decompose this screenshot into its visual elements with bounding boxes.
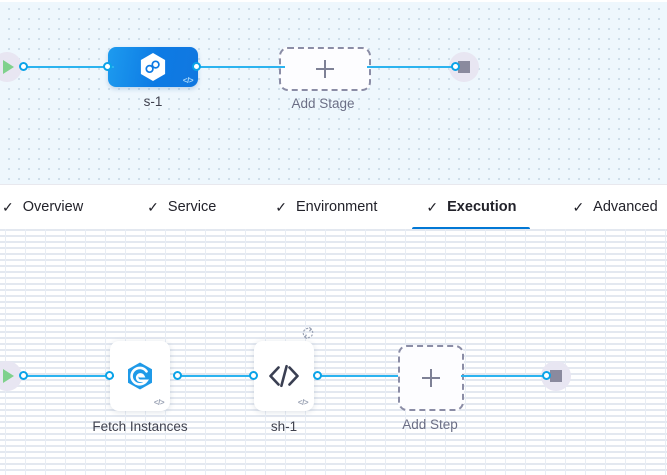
check-icon: ✓ [572, 199, 585, 215]
stage-node-label: s-1 [143, 94, 163, 109]
check-icon: ✓ [275, 199, 287, 215]
port-sh1-in[interactable] [249, 371, 258, 380]
step-node-sh-1[interactable]: </> [254, 327, 314, 411]
edge-sh1-to-addstep [318, 375, 398, 377]
port-stage1-in[interactable] [103, 62, 112, 71]
edge-start-to-stage1 [24, 66, 114, 68]
plus-icon [422, 369, 440, 387]
port-fetch-out[interactable] [173, 371, 182, 380]
add-step-label: Add Step [402, 417, 458, 432]
port-start-out[interactable] [19, 62, 28, 71]
tab-advanced[interactable]: ✓ Advanced [570, 185, 659, 230]
add-step-button[interactable] [398, 345, 464, 411]
tab-label: Environment [296, 199, 378, 215]
start-terminal-circle [0, 52, 22, 82]
step-start-node[interactable] [0, 361, 22, 391]
tab-label: Execution [447, 199, 517, 215]
stage-node-s-1[interactable]: </> [108, 47, 198, 87]
play-icon [3, 60, 14, 74]
stop-icon [458, 61, 470, 73]
step-node-body[interactable]: </> [254, 327, 314, 411]
port-fetch-in[interactable] [105, 371, 114, 380]
plus-icon [316, 60, 334, 78]
play-icon [3, 369, 14, 383]
harness-swirl-hexagon-icon [128, 362, 152, 390]
stop-icon [550, 370, 562, 382]
check-icon: ✓ [147, 199, 159, 215]
stage-config-tabbar[interactable]: ✓ Overview ✓ Service ✓ Environment ✓ Exe… [0, 184, 667, 230]
canvas-grid [0, 229, 667, 475]
check-icon: ✓ [426, 199, 439, 215]
port-stage1-out[interactable] [192, 62, 201, 71]
infinity-hexagon-icon [140, 53, 166, 81]
step-node-fetch-instances[interactable]: </> [110, 341, 170, 411]
step-code-badge: </> [153, 398, 165, 407]
tab-label: Advanced [593, 199, 658, 215]
edge-stage1-to-addstage [195, 66, 285, 68]
edge-fetch-to-sh1 [178, 375, 256, 377]
step-node-body[interactable]: </> [110, 341, 170, 411]
add-stage-label: Add Stage [291, 96, 355, 111]
stage-start-node[interactable] [0, 52, 22, 82]
tab-label: Overview [22, 199, 84, 215]
add-stage-box[interactable] [279, 47, 371, 91]
port-end-in[interactable] [451, 62, 460, 71]
execution-graph-canvas[interactable]: </> Fetch Instances [0, 229, 667, 475]
tab-execution[interactable]: ✓ Execution [412, 185, 531, 230]
step-node-label: Fetch Instances [92, 419, 188, 434]
port-sh1-out[interactable] [313, 371, 322, 380]
tab-label: Service [167, 199, 217, 215]
step-node-label: sh-1 [270, 419, 298, 434]
step-code-badge: </> [297, 398, 309, 407]
stage-graph-canvas[interactable]: </> s-1 Add Stage [0, 0, 667, 184]
check-icon: ✓ [2, 199, 14, 215]
edge-start-to-fetch [24, 375, 114, 377]
tab-service[interactable]: ✓ Service [145, 185, 218, 230]
stage-code-badge: </> [182, 76, 194, 85]
edge-addstage-to-end [367, 66, 455, 68]
loop-repeat-icon [302, 327, 314, 339]
tab-environment[interactable]: ✓ Environment [273, 185, 379, 230]
port-end-in[interactable] [542, 371, 551, 380]
start-terminal-circle [0, 361, 22, 391]
port-start-out[interactable] [19, 371, 28, 380]
add-stage-button[interactable] [279, 47, 371, 91]
add-step-box[interactable] [398, 345, 464, 411]
tab-overview[interactable]: ✓ Overview [0, 185, 85, 230]
edge-addstep-to-end [461, 375, 546, 377]
stage-node-body[interactable]: </> [108, 47, 198, 87]
code-brackets-icon [269, 364, 299, 388]
